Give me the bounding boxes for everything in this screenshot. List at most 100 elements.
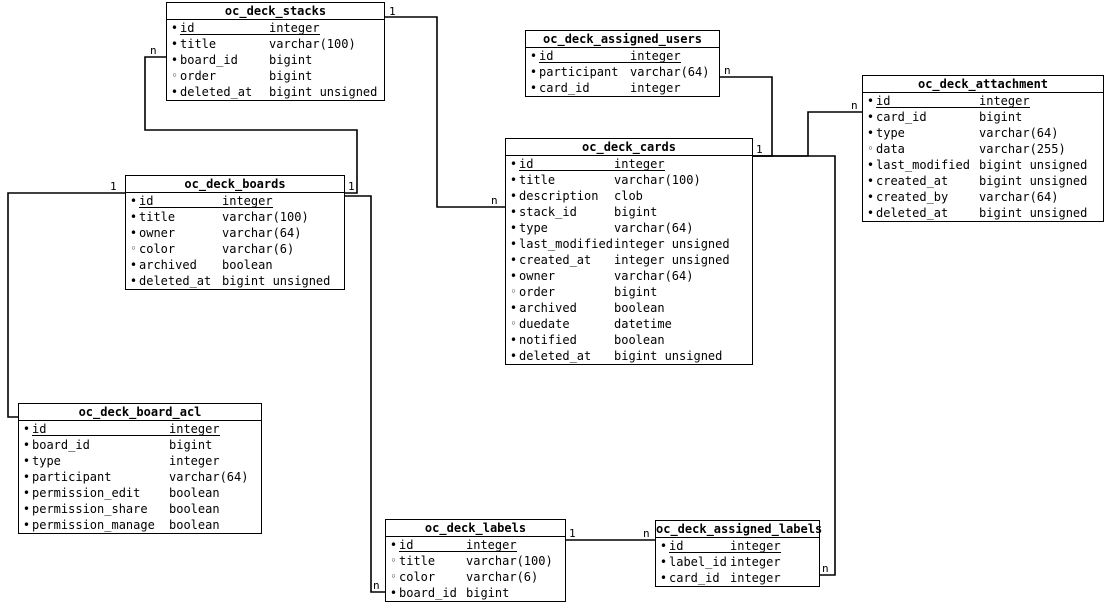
table-title-oc_deck_stacks: oc_deck_stacks <box>167 3 384 20</box>
not-null-bullet-icon: • <box>22 502 31 516</box>
not-null-bullet-icon: • <box>509 157 518 171</box>
not-null-bullet-icon: • <box>22 438 31 452</box>
relationship-stacks-cards <box>385 16 505 208</box>
not-null-bullet-icon: • <box>509 189 518 203</box>
table-title-oc_deck_board_acl: oc_deck_board_acl <box>19 404 261 421</box>
column-type: integer <box>169 454 220 468</box>
relationship-cards-assigned_labels <box>753 155 836 576</box>
not-null-bullet-icon: • <box>509 301 518 315</box>
column-type: varchar(100) <box>614 173 701 187</box>
column-name: id <box>32 422 47 436</box>
column-type: varchar(100) <box>466 554 553 568</box>
column-name: duedate <box>519 317 570 331</box>
nullable-bullet-icon: ◦ <box>390 570 397 583</box>
not-null-bullet-icon: • <box>659 571 668 585</box>
column-name: order <box>519 285 556 299</box>
column-type: bigint unsigned <box>614 349 723 363</box>
not-null-bullet-icon: • <box>509 333 518 347</box>
column-type: bigint unsigned <box>979 174 1088 188</box>
column-oc_deck_board_acl-permission_edit: •permission_edit boolean <box>19 485 261 501</box>
relationship-boards-labels <box>345 195 385 593</box>
column-name: board_id <box>180 53 238 67</box>
relationship-boards-stacks <box>144 56 358 194</box>
cardinality-label-n: n <box>373 579 380 592</box>
column-name: last_modified <box>876 158 970 172</box>
column-name: stack_id <box>519 205 577 219</box>
cardinality-label-n: n <box>150 44 157 57</box>
column-type: bigint <box>614 205 658 219</box>
column-type: varchar(6) <box>222 242 295 256</box>
not-null-bullet-icon: • <box>22 454 31 468</box>
not-null-bullet-icon: • <box>509 253 518 267</box>
column-type: varchar(64) <box>614 269 694 283</box>
not-null-bullet-icon: • <box>529 81 538 95</box>
nullable-bullet-icon: ◦ <box>171 69 178 82</box>
not-null-bullet-icon: • <box>866 94 875 108</box>
column-type: integer <box>269 21 320 35</box>
column-name: type <box>519 221 548 235</box>
column-type: boolean <box>169 486 220 500</box>
column-name: archived <box>139 258 197 272</box>
column-text: title varchar(100) <box>519 172 701 188</box>
column-type: bigint <box>269 69 313 83</box>
not-null-bullet-icon: • <box>389 586 398 600</box>
column-name: id <box>139 194 154 208</box>
column-type: boolean <box>169 518 220 532</box>
column-name: archived <box>519 301 577 315</box>
cardinality-label-n: n <box>724 64 731 77</box>
not-null-bullet-icon: • <box>22 486 31 500</box>
column-name: title <box>139 210 176 224</box>
not-null-bullet-icon: • <box>866 158 875 172</box>
column-type: varchar(64) <box>979 126 1059 140</box>
column-name: color <box>139 242 176 256</box>
not-null-bullet-icon: • <box>509 269 518 283</box>
table-title-oc_deck_assigned_users: oc_deck_assigned_users <box>526 31 719 48</box>
not-null-bullet-icon: • <box>866 190 875 204</box>
column-type: integer <box>730 555 781 569</box>
column-type: varchar(64) <box>979 190 1059 204</box>
cardinality-label-n: n <box>643 527 650 540</box>
nullable-bullet-icon: ◦ <box>130 242 137 255</box>
column-name: title <box>519 173 556 187</box>
column-type: varchar(6) <box>466 570 539 584</box>
column-name: id <box>669 539 684 553</box>
column-name: permission_edit <box>32 486 141 500</box>
table-title-oc_deck_boards: oc_deck_boards <box>126 176 344 193</box>
